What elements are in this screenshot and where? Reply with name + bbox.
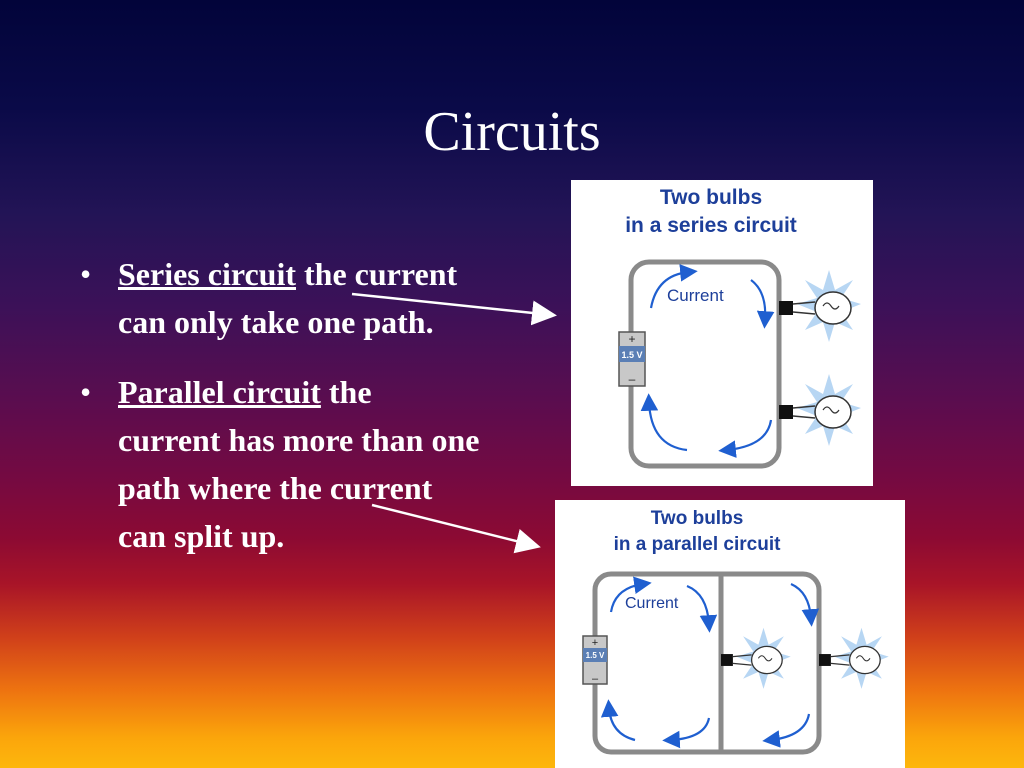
bulb-icon bbox=[721, 627, 791, 689]
parallel-heading-line2: in a parallel circuit bbox=[614, 534, 782, 555]
bulb-icon bbox=[779, 270, 861, 342]
current-arrow-icon bbox=[600, 699, 636, 742]
series-battery-label: 1.5 V bbox=[621, 350, 642, 360]
current-arrow-icon bbox=[762, 713, 811, 748]
bulb-icon bbox=[819, 627, 889, 689]
parallel-heading-line1: Two bulbs bbox=[651, 508, 744, 529]
current-arrow-icon bbox=[662, 717, 711, 749]
series-pointer-arrow bbox=[351, 292, 557, 326]
bullet-list: • Series circuit the current can only ta… bbox=[80, 250, 480, 582]
battery-icon: 1.5 V + – bbox=[582, 635, 608, 685]
current-arrow-icon bbox=[790, 582, 820, 627]
svg-text:+: + bbox=[628, 332, 635, 346]
series-current-label: Current bbox=[667, 286, 724, 305]
current-arrow-icon bbox=[718, 419, 773, 458]
parallel-circuit-diagram: Two bulbs in a parallel circuit 1.5 V + … bbox=[555, 500, 905, 768]
current-arrow-icon bbox=[750, 279, 775, 329]
series-circuit-diagram: Two bulbs in a series circuit 1.5 V + – … bbox=[571, 180, 873, 486]
bullet-parallel: • Parallel circuit the current has more … bbox=[80, 368, 480, 560]
parallel-circuit-svg: Two bulbs in a parallel circuit 1.5 V + … bbox=[582, 508, 889, 755]
battery-icon: 1.5 V + – bbox=[618, 331, 646, 387]
bullet-dot: • bbox=[80, 374, 92, 410]
series-description: the current can only take one path. bbox=[118, 256, 458, 340]
series-circuit-svg: Two bulbs in a series circuit 1.5 V + – … bbox=[618, 186, 861, 469]
bullet-series: • Series circuit the current can only ta… bbox=[80, 250, 480, 346]
parallel-description: the current has more than one path where… bbox=[118, 374, 480, 554]
current-arrow-icon bbox=[686, 584, 718, 633]
series-heading-line2: in a series circuit bbox=[625, 214, 797, 237]
series-term: Series circuit bbox=[118, 256, 297, 292]
current-arrow-icon bbox=[609, 576, 652, 613]
parallel-pointer-arrow bbox=[371, 503, 541, 554]
svg-text:+: + bbox=[592, 637, 598, 649]
svg-text:–: – bbox=[592, 673, 599, 685]
parallel-term: Parallel circuit bbox=[118, 374, 321, 410]
bullet-dot: • bbox=[80, 256, 92, 292]
parallel-current-label: Current bbox=[625, 595, 679, 612]
bulb-icon bbox=[779, 374, 861, 446]
parallel-battery-label: 1.5 V bbox=[586, 651, 605, 660]
slide-title: Circuits bbox=[423, 101, 601, 163]
svg-text:–: – bbox=[629, 372, 636, 386]
current-arrow-icon bbox=[649, 264, 698, 309]
current-arrow-icon bbox=[640, 393, 688, 452]
series-heading-line1: Two bulbs bbox=[660, 186, 762, 209]
